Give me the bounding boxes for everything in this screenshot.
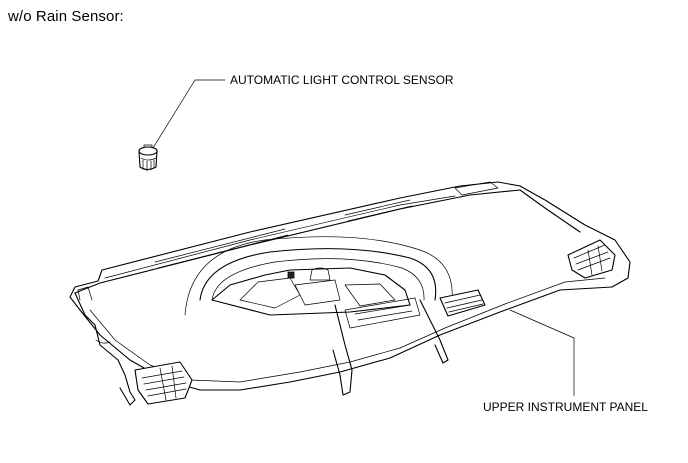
sensor-callout: AUTOMATIC LIGHT CONTROL SENSOR — [152, 73, 454, 149]
upper-instrument-panel — [69, 181, 631, 406]
caption-text: w/o Rain Sensor: — [8, 8, 124, 25]
panel-callout: UPPER INSTRUMENT PANEL — [483, 309, 648, 414]
panel-label: UPPER INSTRUMENT PANEL — [483, 400, 648, 414]
sensor-label: AUTOMATIC LIGHT CONTROL SENSOR — [230, 73, 454, 87]
light-control-sensor — [138, 144, 158, 172]
